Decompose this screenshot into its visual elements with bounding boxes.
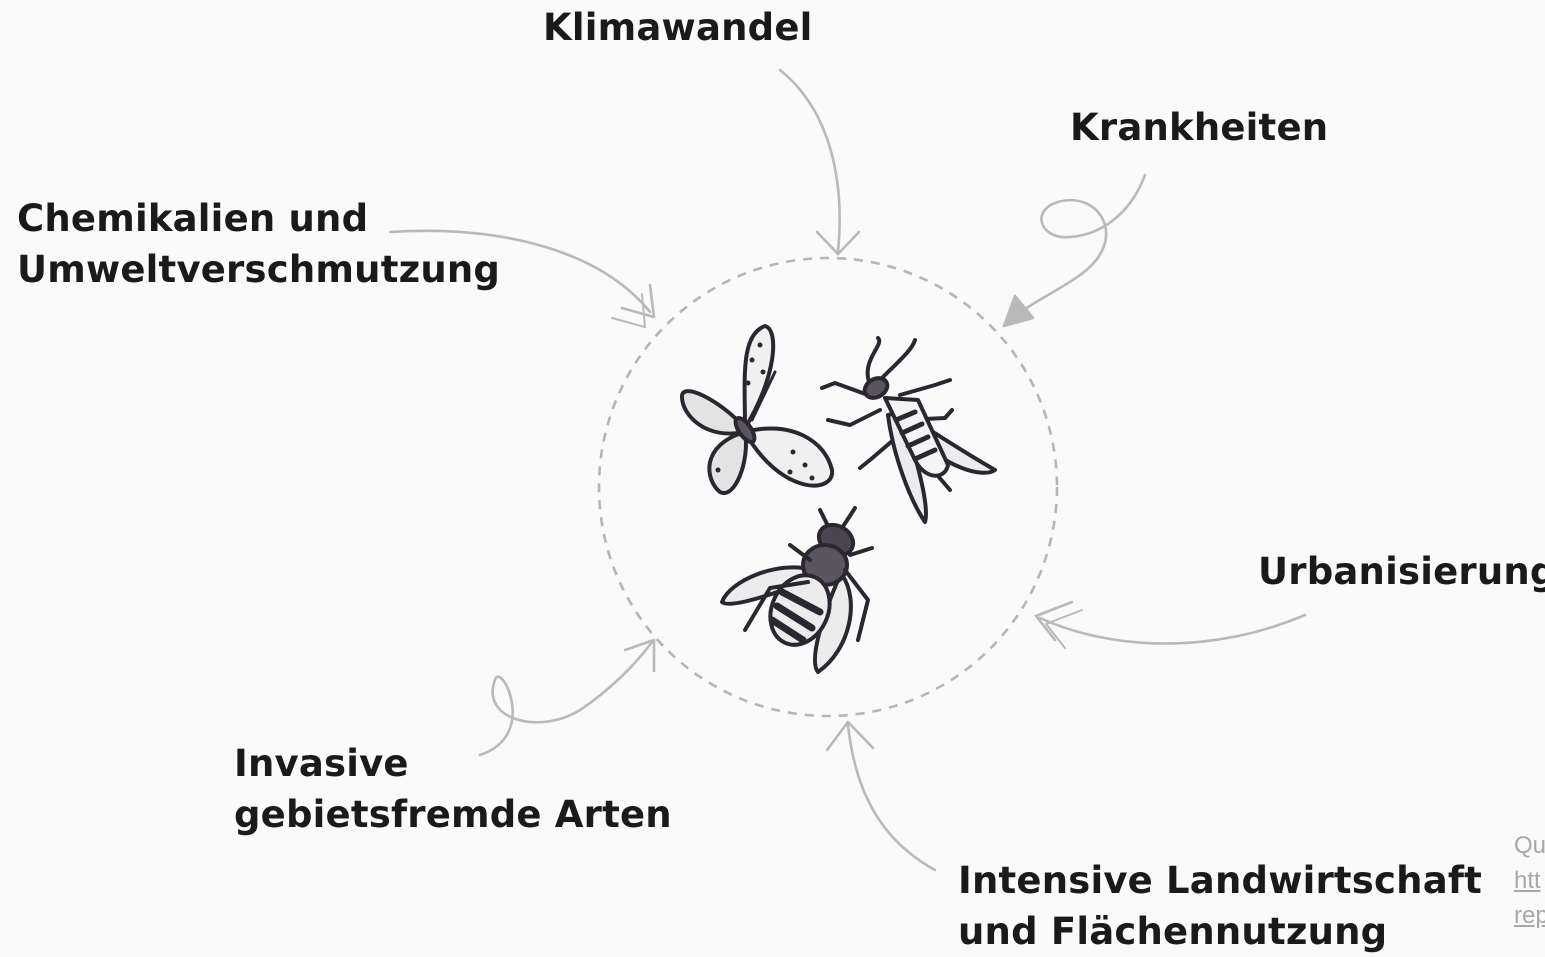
arrow-urbanisierung (1036, 602, 1305, 648)
label-krankheiten: Krankheiten (1070, 102, 1328, 153)
label-invasive-line2: gebietsfremde Arten (234, 789, 672, 840)
label-chemikalien: Chemikalien und Umweltverschmutzung (17, 193, 500, 295)
label-invasive: Invasive gebietsfremde Arten (234, 738, 672, 840)
label-klimawandel-text: Klimawandel (543, 2, 813, 53)
label-chemikalien-line2: Umweltverschmutzung (17, 244, 500, 295)
label-urbanisierung: Urbanisierung (1258, 546, 1545, 597)
label-landwirtschaft-line2: und Flächennutzung (958, 906, 1482, 957)
butterfly-icon (682, 326, 832, 493)
wasp-icon (822, 338, 995, 522)
label-invasive-line1: Invasive (234, 738, 672, 789)
bee-icon (722, 508, 872, 672)
source-link-line1[interactable]: htt (1514, 863, 1545, 898)
arrow-klimawandel (780, 70, 859, 254)
source-label: Qu (1514, 828, 1545, 863)
arrow-krankheiten (1004, 175, 1145, 326)
label-klimawandel: Klimawandel (543, 2, 813, 53)
label-landwirtschaft-line1: Intensive Landwirtschaft (958, 855, 1482, 906)
label-landwirtschaft: Intensive Landwirtschaft und Flächennutz… (958, 855, 1482, 957)
source-link-line2[interactable]: rep (1514, 898, 1545, 933)
source-note: Qu htt rep (1514, 828, 1545, 933)
label-urbanisierung-text: Urbanisierung (1258, 546, 1545, 597)
label-krankheiten-text: Krankheiten (1070, 102, 1328, 153)
label-chemikalien-line1: Chemikalien und (17, 193, 500, 244)
arrow-landwirtschaft (827, 722, 935, 870)
